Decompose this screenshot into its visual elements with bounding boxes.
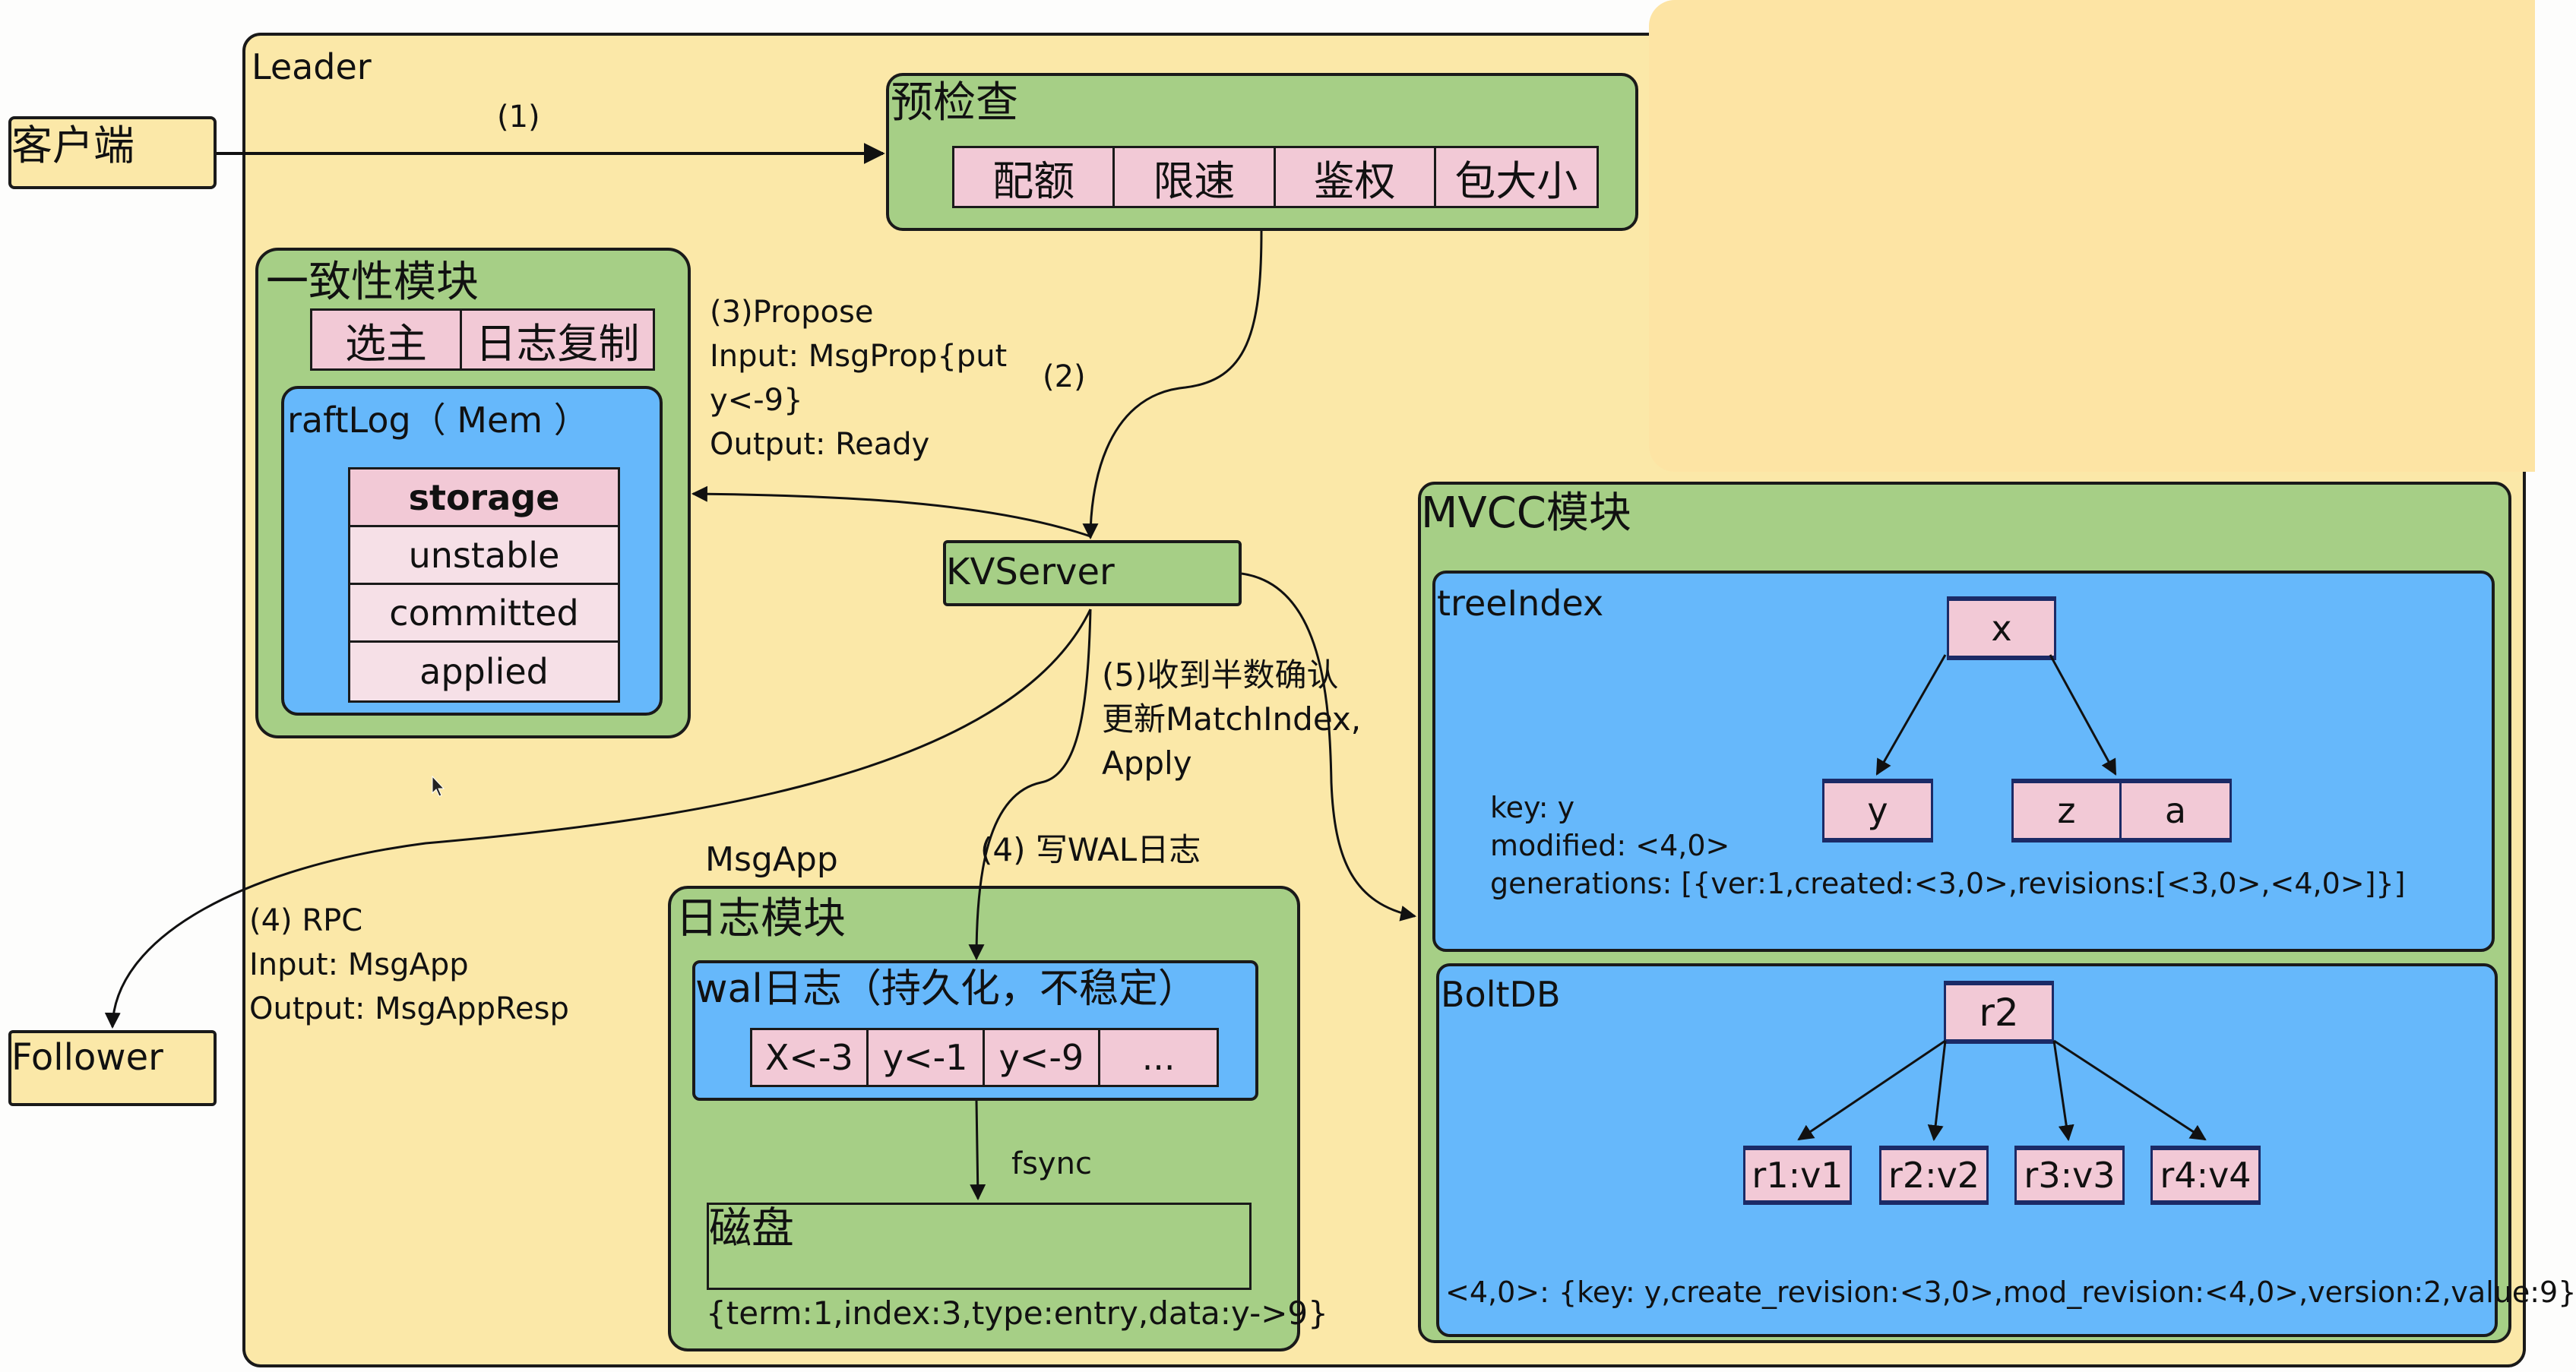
raftlog-row-storage: storage — [350, 469, 618, 527]
precheck-item-ratelimit: 限速 — [1115, 148, 1276, 206]
key-info-line: generations: [{ver:1,created:<3,0>,revis… — [1490, 867, 2406, 900]
boltdb-leaf: r2:v2 — [1879, 1146, 1989, 1205]
boltdb-leaf: r1:v1 — [1743, 1146, 1852, 1205]
wal-entry: y<-1 — [869, 1030, 985, 1085]
step-4-rpc-line: Input: MsgApp — [249, 947, 469, 982]
mvcc-title: MVCC模块 — [1421, 488, 1631, 538]
step-5-line: Apply — [1102, 744, 1192, 782]
step-3-line: Input: MsgProp{put — [710, 339, 1008, 374]
mouse-cursor-icon — [431, 775, 446, 798]
raftlog-row-unstable: unstable — [350, 527, 618, 585]
boltdb-leaf: r4:v4 — [2150, 1146, 2261, 1205]
boltdb-node-root: r2 — [1944, 981, 2054, 1044]
client-label: 客户端 — [11, 122, 134, 169]
step-4-rpc-label: (4) RPC Input: MsgApp Output: MsgAppResp — [249, 899, 569, 1031]
fsync-label: fsync — [1011, 1146, 1092, 1181]
follower-node: Follower — [8, 1030, 217, 1106]
consensus-items: 选主 日志复制 — [310, 308, 655, 371]
wal-entries: X<-3 y<-1 y<-9 ... — [750, 1028, 1219, 1087]
boltdb-leaf: r3:v3 — [2014, 1146, 2125, 1205]
raftlog-table: storage unstable committed applied — [348, 467, 620, 703]
tree-node-left: y — [1822, 779, 1933, 842]
kvserver-label: KVServer — [946, 551, 1115, 593]
step-5-line: 更新MatchIndex, — [1102, 700, 1362, 738]
treeindex-panel: treeIndex x y z a key: y modified: <4,0>… — [1432, 571, 2495, 952]
step-4-rpc-line: Output: MsgAppResp — [249, 991, 569, 1026]
step-5-label: (5)收到半数确认 更新MatchIndex, Apply — [1102, 653, 1361, 786]
leader-label: Leader — [252, 46, 372, 87]
treeindex-title: treeIndex — [1437, 583, 1604, 624]
boltdb-record: <4,0>: {key: y,create_revision:<3,0>,mod… — [1445, 1276, 2576, 1309]
disk-box: 磁盘 — [707, 1203, 1252, 1290]
step-3-label: (3)Propose Input: MsgProp{put y<-9} Outp… — [710, 290, 1007, 466]
step-3-line: Output: Ready — [710, 427, 930, 462]
consensus-item-election: 选主 — [312, 311, 463, 368]
precheck-item-packet-size: 包大小 — [1454, 156, 1578, 205]
precheck-module: 预检查 配额 限速 鉴权 包大小 — [886, 73, 1638, 231]
follower-label: Follower — [11, 1036, 163, 1079]
tree-node-right-key: a — [2122, 779, 2232, 842]
wal-panel: wal日志（持久化，不稳定） X<-3 y<-1 y<-9 ... — [692, 960, 1258, 1101]
step-1-label: (1) — [497, 100, 540, 134]
consensus-title: 一致性模块 — [266, 258, 479, 307]
step-3-line: (3)Propose — [710, 295, 874, 330]
raftlog-title: raftLog（ Mem ） — [287, 400, 589, 441]
wal-title: wal日志（持久化，不稳定） — [695, 966, 1198, 1012]
step-4-wal-label: (4) 写WAL日志 — [980, 831, 1201, 868]
raftlog-panel: raftLog（ Mem ） storage unstable committe… — [281, 386, 663, 716]
step-3-line: y<-9} — [710, 383, 803, 418]
boltdb-panel: BoltDB r2 r1:v1 r2:v2 r3:v3 r4:v4 <4,0>:… — [1436, 963, 2576, 1337]
disk-record: {term:1,index:3,type:entry,data:y->9} — [706, 1295, 1328, 1332]
precheck-item-auth: 鉴权 — [1276, 148, 1436, 206]
overlay-panel — [1649, 0, 2535, 472]
boltdb-title: BoltDB — [1441, 974, 1561, 1015]
wal-entry: ... — [1141, 1037, 1176, 1078]
msgapp-label: MsgApp — [705, 840, 838, 879]
raftlog-row-applied: applied — [350, 643, 618, 700]
step-5-line: (5)收到半数确认 — [1102, 656, 1339, 694]
step-4-rpc-line: (4) RPC — [249, 903, 363, 938]
wal-entry: X<-3 — [752, 1030, 869, 1085]
tree-node-right-key: z — [2011, 779, 2122, 842]
consensus-item-log-replication: 日志复制 — [475, 319, 640, 368]
key-info-line: modified: <4,0> — [1490, 829, 1730, 862]
log-module: 日志模块 wal日志（持久化，不稳定） X<-3 y<-1 y<-9 ... 磁… — [668, 886, 1328, 1351]
key-info: key: y modified: <4,0> generations: [{ve… — [1490, 789, 2405, 903]
key-info-line: key: y — [1490, 791, 1575, 824]
step-2-label: (2) — [1043, 359, 1086, 394]
precheck-items: 配额 限速 鉴权 包大小 — [952, 146, 1599, 208]
kvserver-node: KVServer — [943, 540, 1242, 606]
client-node: 客户端 — [8, 116, 217, 189]
tree-node-right: z a — [2011, 779, 2232, 842]
precheck-item-quota: 配额 — [954, 148, 1116, 206]
precheck-title: 预检查 — [891, 78, 1018, 128]
log-module-title: 日志模块 — [676, 894, 846, 944]
tree-node-root: x — [1947, 596, 2056, 660]
mvcc-module: MVCC模块 treeIndex x y z a key: y modified… — [1418, 482, 2576, 1343]
consensus-module: 一致性模块 选主 日志复制 raftLog（ Mem ） storage uns… — [255, 248, 691, 738]
raftlog-row-committed: committed — [350, 585, 618, 643]
disk-title: 磁盘 — [709, 1204, 794, 1253]
wal-entry: y<-9 — [985, 1030, 1101, 1085]
